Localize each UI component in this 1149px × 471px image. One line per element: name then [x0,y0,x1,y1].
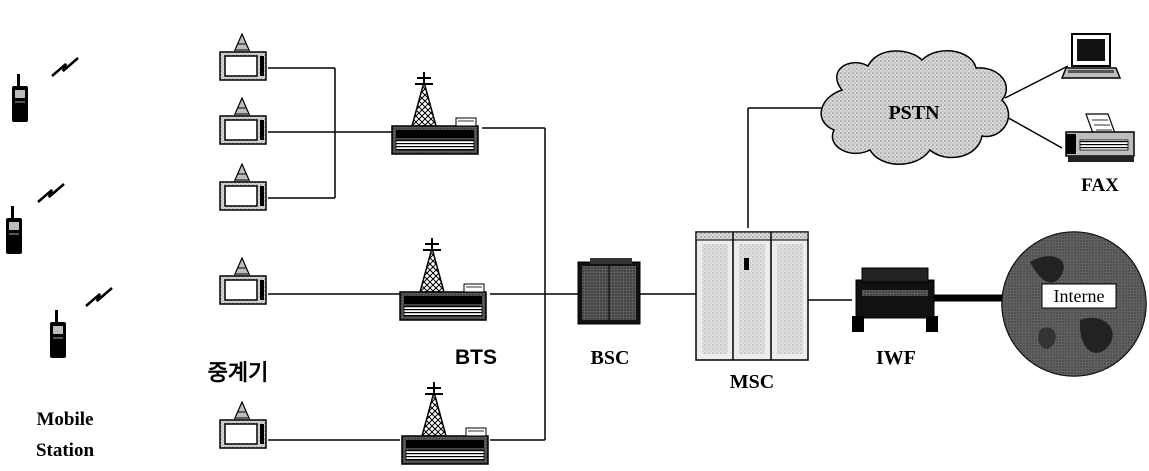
repeater-icon [219,257,267,305]
bts-tower-icon [399,237,487,321]
mobile-phone-icon [12,74,28,122]
globe-icon [1001,231,1147,377]
repeater-icon [219,401,267,449]
bts-tower-icon [391,71,479,155]
mobile-phone-icon [6,206,22,254]
fax-label: FAX [1081,175,1119,196]
iwf-unit-icon [852,267,938,332]
bsc-rack-icon [577,258,641,325]
mobile-station-group [6,56,114,358]
pstn-label: PSTN [888,102,940,124]
bts-tower-icon [401,381,489,465]
bts-label: BTS [455,346,497,369]
radio-signal-icon [84,286,114,308]
connection-lines [268,65,1069,441]
fax-icon [1065,113,1135,162]
radio-signal-icon [36,182,66,204]
msc-label: MSC [730,371,774,393]
repeater-icon [219,97,267,145]
internet-label: Interne [1054,286,1105,306]
bsc-label: BSC [591,347,630,369]
mobile-station-label: Mobile [37,409,94,430]
repeater-label: 중계기 [208,361,269,386]
radio-signal-icon [50,56,80,78]
repeater-icon [219,163,267,211]
repeater-icon [219,33,267,81]
computer-icon [1060,33,1122,79]
bts-group [391,71,489,465]
cloud-icon [820,50,1010,165]
mobile-station-label: Station [36,440,95,461]
mobile-phone-icon [50,310,66,358]
msc-cabinet-icon [695,231,809,361]
iwf-label: IWF [876,347,916,369]
